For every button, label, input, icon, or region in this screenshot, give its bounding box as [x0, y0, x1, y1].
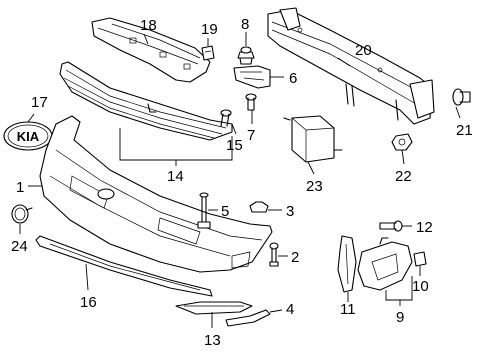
callout-18: 18 [140, 17, 157, 34]
callout-7: 7 [247, 127, 255, 144]
callout-10: 10 [412, 278, 429, 295]
side-screw [269, 242, 279, 267]
callout-3: 3 [286, 203, 294, 220]
callout-12: 12 [416, 219, 433, 236]
lower-garnish [175, 301, 253, 315]
callout-4: 4 [286, 301, 294, 318]
side-bracket [337, 235, 357, 293]
beam-bolt [452, 88, 471, 106]
small-clip [201, 45, 215, 61]
front-bumper-cover [39, 115, 273, 273]
clip-nut [249, 201, 269, 213]
bumper-reinforcement-beam [267, 7, 435, 125]
beam-nut [391, 133, 413, 151]
callout-8: 8 [241, 16, 249, 33]
cover-bolt [197, 192, 211, 229]
push-nut [237, 46, 255, 65]
callout-22: 22 [395, 168, 412, 185]
callout-11: 11 [340, 301, 356, 318]
grille-screw [245, 93, 257, 111]
callout-16: 16 [80, 294, 97, 311]
callout-23: 23 [306, 178, 323, 195]
callout-2: 2 [291, 249, 299, 266]
callout-17: 17 [31, 94, 48, 111]
callout-21: 21 [456, 122, 473, 139]
grille-screw-small [220, 109, 232, 127]
upper-absorber-bracket [91, 17, 211, 83]
bracket-screw [379, 220, 403, 232]
callout-24: 24 [11, 238, 28, 255]
lower-lip-spoiler [35, 235, 213, 297]
grille-bracket [233, 65, 271, 89]
emblem-text: KIA [17, 129, 40, 144]
callout-labels: 18 19 8 6 20 7 15 23 21 22 17 14 1 5 3 2… [11, 16, 473, 349]
tow-hook-cap [11, 204, 33, 224]
callout-9: 9 [396, 309, 404, 326]
kia-emblem: KIA [3, 121, 53, 151]
sensor-module [283, 115, 343, 163]
callout-15: 15 [226, 137, 243, 154]
callout-14: 14 [167, 168, 184, 185]
leader-lines [19, 32, 461, 328]
callout-13: 13 [204, 332, 221, 349]
callout-6: 6 [289, 70, 297, 87]
callout-19: 19 [201, 21, 218, 38]
molding-strip [225, 309, 271, 327]
callout-20: 20 [355, 42, 372, 59]
fog-lamp-bracket [357, 237, 413, 291]
bracket-clip [413, 251, 427, 267]
callout-5: 5 [221, 203, 229, 220]
callout-1: 1 [16, 179, 24, 196]
radiator-grille [59, 61, 233, 141]
